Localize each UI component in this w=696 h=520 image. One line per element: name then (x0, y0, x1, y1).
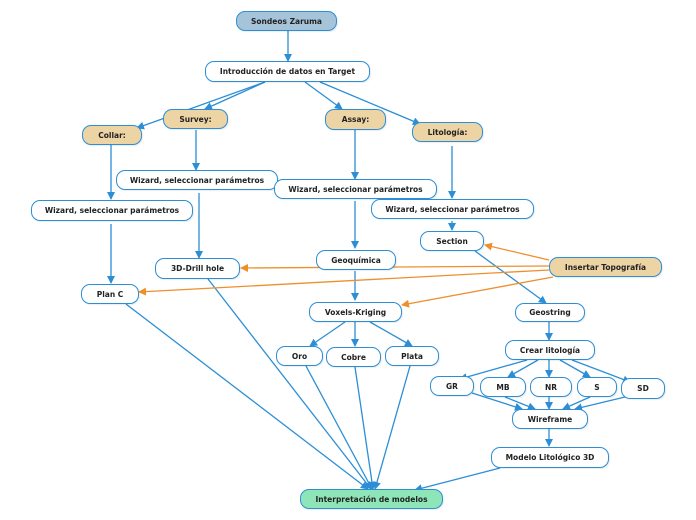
node-oro[interactable]: Oro (276, 346, 323, 366)
node-plata[interactable]: Plata (385, 346, 439, 366)
edge (562, 396, 591, 410)
node-nr[interactable]: NR (530, 377, 572, 397)
node-gr[interactable]: GR (430, 376, 474, 396)
node-wizard-litologia[interactable]: Wizard, seleccionar parámetros (371, 199, 534, 219)
edge (125, 303, 369, 490)
node-section[interactable]: Section (420, 231, 484, 251)
edge-topografia (484, 242, 550, 261)
node-cobre[interactable]: Cobre (326, 347, 381, 367)
edge-topografia (401, 276, 554, 308)
node-wizard-assay[interactable]: Wizard, seleccionar parámetros (274, 179, 437, 199)
node-collar[interactable]: Collar: (82, 125, 142, 145)
edge (474, 250, 547, 304)
node-assay[interactable]: Assay: (325, 109, 386, 130)
node-sondeos-zaruma[interactable]: Sondeos Zaruma (236, 11, 337, 31)
node-interpretacion-modelos[interactable]: Interpretación de modelos (300, 489, 443, 509)
node-plan-c[interactable]: Plan C (81, 284, 139, 304)
node-insertar-topografia[interactable]: Insertar Topografía (549, 257, 662, 277)
node-wizard-collar[interactable]: Wizard, seleccionar parámetros (31, 200, 193, 221)
node-geoquimica[interactable]: Geoquímica (316, 250, 396, 270)
edge (204, 81, 266, 110)
edge (507, 359, 539, 378)
edge (309, 321, 346, 347)
node-litologia[interactable]: Litología: (412, 122, 483, 142)
node-3d-drill-hole[interactable]: 3D-Drill hole (155, 258, 240, 279)
edge (305, 365, 373, 490)
edge (304, 81, 343, 110)
edge (559, 359, 591, 378)
node-geostring[interactable]: Geostring (515, 303, 585, 322)
edge (574, 396, 626, 412)
edge (369, 321, 413, 347)
node-modelo-litologico-3d[interactable]: Modelo Litológico 3D (491, 447, 609, 468)
node-voxels-kriging[interactable]: Voxels-Kriging (309, 302, 402, 322)
node-introduccion-datos[interactable]: Introducción de datos en Target (205, 61, 370, 82)
node-wizard-survey[interactable]: Wizard, seleccionar parámetros (116, 170, 278, 190)
node-crear-litologia[interactable]: Crear litología (505, 340, 595, 360)
edge (414, 467, 501, 493)
edge (373, 365, 411, 490)
edge-topografia (240, 263, 550, 272)
node-wireframe[interactable]: Wireframe (512, 409, 588, 429)
node-sd[interactable]: SD (621, 378, 665, 399)
edge (504, 396, 536, 411)
node-mb[interactable]: MB (480, 377, 526, 397)
edge (354, 366, 376, 490)
node-survey[interactable]: Survey: (163, 109, 228, 129)
node-s[interactable]: S (577, 377, 617, 397)
